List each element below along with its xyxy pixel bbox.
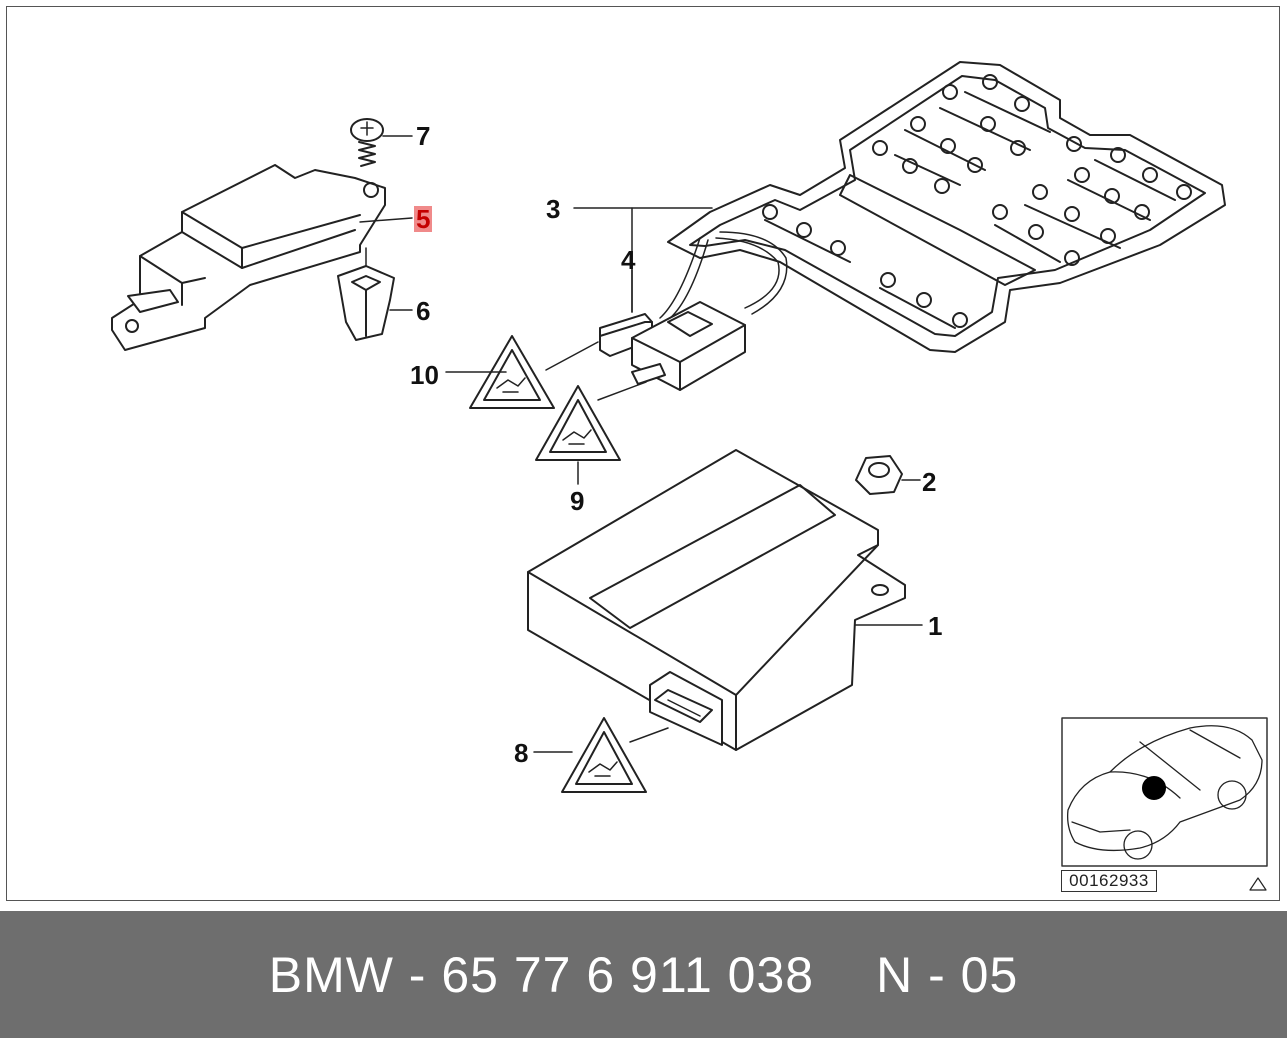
callout-10[interactable]: 10 <box>410 360 439 390</box>
part-5-sensor-module[interactable] <box>111 164 386 351</box>
callout-7[interactable]: 7 <box>416 121 431 151</box>
part-2-hex-nut[interactable] <box>855 455 921 495</box>
part-10-warning-label[interactable] <box>469 335 555 409</box>
part-4-wiring-harness[interactable] <box>599 231 788 391</box>
callout-3[interactable]: 3 <box>546 194 561 224</box>
leader-lines <box>445 207 923 753</box>
part-1-control-unit[interactable] <box>527 449 906 751</box>
diagram-position-text: N - 05 <box>876 946 1019 1003</box>
part-7-screw[interactable] <box>350 118 413 167</box>
part-number-text: BMW - 65 77 6 911 038 <box>268 946 815 1003</box>
part-8-warning-label[interactable] <box>561 717 647 793</box>
footer-bar: BMW - 65 77 6 911 038 N - 05 <box>0 911 1287 1038</box>
warning-triangle-icon <box>1249 877 1267 891</box>
callout-6[interactable]: 6 <box>416 296 431 326</box>
location-marker-icon <box>1142 776 1166 800</box>
callout-4[interactable]: 4 <box>621 245 636 275</box>
part-3-seat-occupancy-mat[interactable] <box>667 61 1226 353</box>
part-9-warning-label[interactable] <box>535 385 621 461</box>
callout-8[interactable]: 8 <box>514 738 529 768</box>
callout-9[interactable]: 9 <box>570 486 585 516</box>
callout-2[interactable]: 2 <box>922 467 937 497</box>
callout-1[interactable]: 1 <box>928 611 943 641</box>
callout-5[interactable]: 5 <box>414 204 433 234</box>
parts-diagram <box>111 61 1268 891</box>
vehicle-location-inset <box>1061 717 1268 891</box>
diagram-reference-number: 00162933 <box>1061 870 1157 892</box>
part-6-clip-nut[interactable] <box>337 247 413 341</box>
